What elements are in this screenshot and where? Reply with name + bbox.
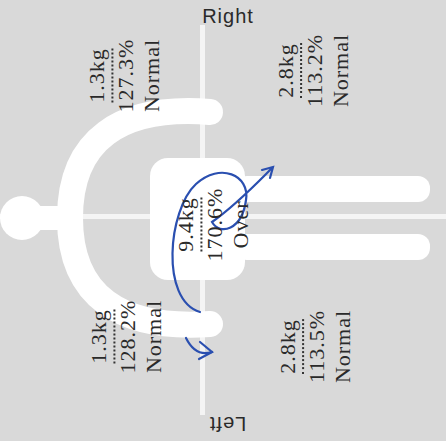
side-label: Left [209,411,246,437]
label-group: 2.8kg113.5%Normal [275,309,356,382]
label-group: Left [209,411,246,437]
segment-value: Normal [141,299,167,372]
side-label: Right [202,3,254,29]
segment-value: 127.3% [113,38,139,112]
segment-value: 113.2% [302,33,328,106]
segment-value: Over [228,200,254,248]
segment-value: 2.8kg [273,43,302,98]
segment-value: 113.5% [304,309,330,382]
segment-value: 1.3kg [84,48,113,103]
segment-value: 170.6% [202,187,228,261]
segment-value: 1.3kg [86,309,115,364]
label-group: 1.3kg128.2%Normal [86,299,167,373]
label-group: 9.4kg170.6%Over [173,187,254,261]
segment-value: Normal [328,33,354,106]
segment-value: 9.4kg [173,197,202,252]
label-group: 1.3kg127.3%Normal [84,38,165,112]
label-group: 2.8kg113.2%Normal [273,33,354,106]
segment-value: 128.2% [115,299,141,373]
segment-value: Normal [139,38,165,111]
segment-value: 2.8kg [275,319,304,374]
segment-value: Normal [330,309,356,382]
label-group: Right [202,3,254,29]
